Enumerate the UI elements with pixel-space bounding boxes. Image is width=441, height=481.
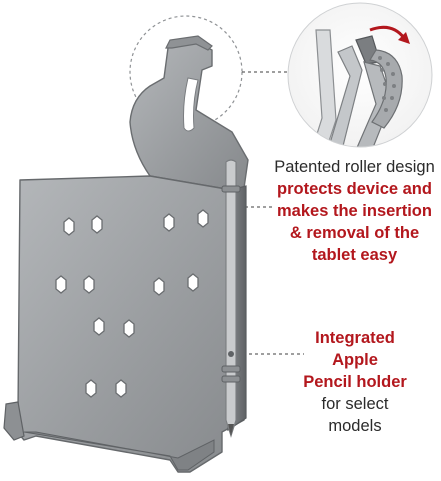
roller-callout-line-5: tablet easy: [311, 246, 398, 264]
roller-callout-line-2: protects device and: [277, 180, 432, 198]
apple-pencil: [221, 159, 241, 438]
roller-callout-line-1: Patented roller design: [274, 158, 435, 176]
pencil-callout-line-1: Integrated: [315, 329, 395, 347]
curved-rotation-arrow-icon: [369, 25, 410, 44]
pencil-callout-line-5: models: [328, 417, 382, 435]
pencil-holder-callout: Integrated Apple Pencil holder for selec…: [296, 327, 414, 437]
pencil-callout-line-4: for select: [321, 395, 389, 413]
roller-callout-line-4: & removal of the: [289, 224, 420, 242]
pencil-callout-line-3: Pencil holder: [303, 373, 407, 391]
pencil-callout-line-2: Apple: [332, 351, 378, 369]
roller-mechanism-detail: [287, 2, 433, 148]
tablet-holder-body: [3, 35, 249, 473]
roller-design-callout: Patented roller design protects device a…: [268, 156, 441, 266]
roller-callout-line-3: makes the insertion: [277, 202, 432, 220]
